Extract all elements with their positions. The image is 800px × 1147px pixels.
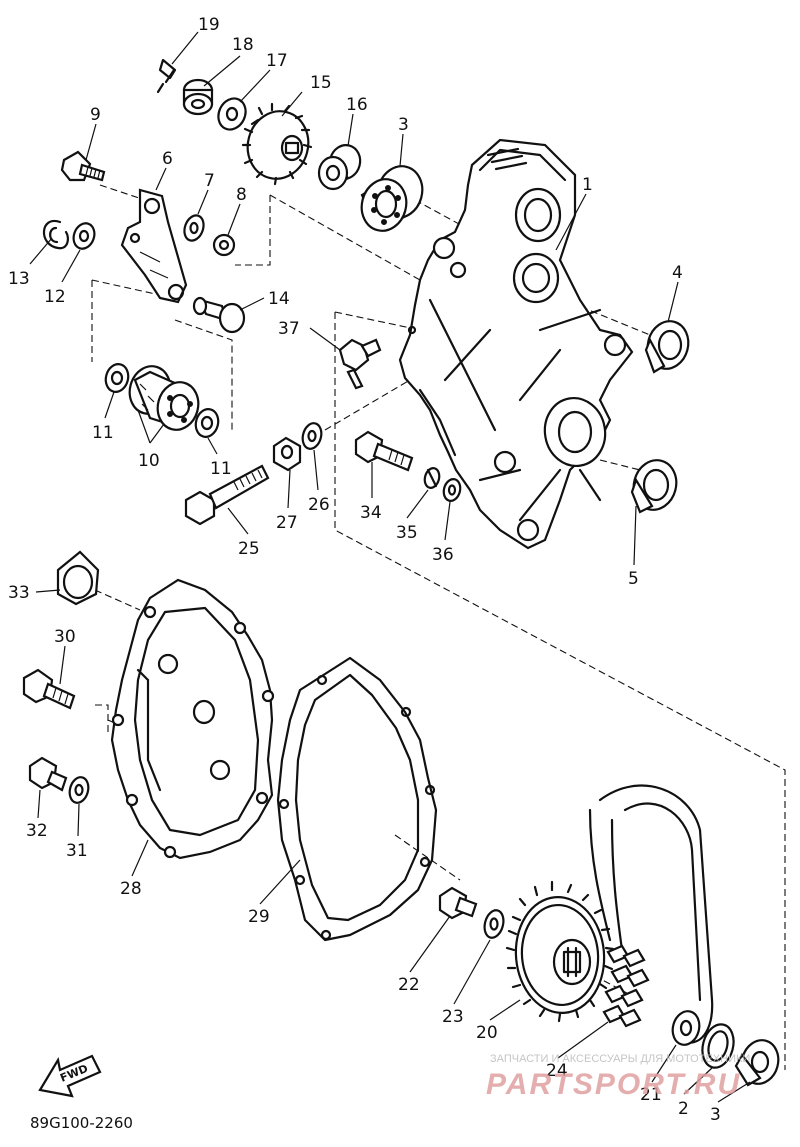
callout-3-upper: 3 [398,115,409,135]
part-bracket [120,188,188,304]
callout-14: 14 [268,289,290,309]
callout-22: 22 [398,975,420,995]
callout-16: 16 [346,95,368,115]
part-oil-seal-5 [630,459,678,514]
part-bolt-34 [354,430,414,472]
part-collar-small [212,233,236,257]
watermark-tagline: ЗАПЧАСТИ И АКСЕССУАРЫ ДЛЯ МОТОТЕХНИКИ [490,1053,750,1065]
part-bearing-lower [734,1039,780,1087]
part-washer-11-left [104,363,130,393]
callout-27: 27 [276,513,298,533]
watermark-logo: PARTSPORT.RU [486,1068,741,1101]
fwd-arrow-icon: FWD [38,1054,102,1098]
callout-20: 20 [476,1023,498,1043]
callout-29: 29 [248,907,270,927]
part-grease-nipple [338,338,382,390]
part-washer-23 [483,909,505,939]
callout-18: 18 [232,35,254,55]
part-sprocket-large [505,880,615,1023]
part-bolt-22 [438,886,478,920]
part-drive-chain [588,784,714,1044]
part-nut-27 [272,436,302,472]
leader-lines [29,31,751,1103]
part-pin [192,296,246,334]
part-washer-26 [301,422,323,450]
chain-link-cluster [602,944,650,1028]
callout-31: 31 [66,841,88,861]
callout-28: 28 [120,879,142,899]
diagram-code: 89G100-2260 [30,1114,133,1132]
callout-10: 10 [138,451,160,471]
callout-23: 23 [442,1007,464,1027]
part-bearing-upper [360,165,424,232]
part-circlip [42,219,69,250]
callout-30: 30 [54,627,76,647]
part-bolt-32 [28,756,68,792]
part-collar [317,144,362,191]
part-washer-11-right [194,408,220,438]
callout-26: 26 [308,495,330,515]
part-bolt-30 [22,668,76,710]
callout-32: 32 [26,821,48,841]
callout-4: 4 [672,263,683,283]
callout-9: 9 [90,105,101,125]
part-gasket [276,656,438,942]
part-gear-case-housing [398,138,634,550]
part-nut [182,78,214,116]
callout-17: 17 [266,51,288,71]
callout-1: 1 [582,175,593,195]
callout-35: 35 [396,523,418,543]
callout-13: 13 [8,269,30,289]
callout-7: 7 [204,171,215,191]
part-cap [56,550,100,606]
callout-12: 12 [44,287,66,307]
callout-34: 34 [360,503,382,523]
part-bolt-flange-upper [60,150,106,182]
callout-5: 5 [628,569,639,589]
part-bearing-pair [128,365,200,431]
part-cotter-pin [156,58,177,94]
callout-36: 36 [432,545,454,565]
watermark: ЗАПЧАСТИ И АКСЕССУАРЫ ДЛЯ МОТОТЕХНИКИ PA… [486,1053,750,1101]
part-washer-36 [442,478,462,502]
part-oil-seal-4 [644,320,690,374]
part-spring-washer [423,467,441,489]
callout-15: 15 [310,73,332,93]
part-bolt-long [184,464,270,526]
callout-2: 2 [678,1099,689,1119]
callout-37: 37 [278,319,300,339]
callout-19: 19 [198,15,220,35]
callout-33: 33 [8,583,30,603]
part-gear-case-cover [110,578,275,860]
callout-21: 21 [640,1085,662,1105]
callout-labels: 19 18 17 15 16 3 9 6 7 8 1 4 13 12 14 37… [8,15,721,1125]
callout-11-left: 11 [92,423,114,443]
callout-25: 25 [238,539,260,559]
part-washer-12 [72,222,96,250]
callout-6: 6 [162,149,173,169]
callout-3-lower: 3 [710,1105,721,1125]
callout-8: 8 [236,185,247,205]
part-collar-21 [671,1010,701,1046]
part-washer [217,97,247,131]
callout-24: 24 [546,1061,568,1081]
part-circlip-2 [701,1023,735,1069]
callout-11-right: 11 [210,459,232,479]
part-washer-31 [68,776,90,804]
part-sprocket-small [241,102,313,186]
part-washer-small [183,214,205,242]
